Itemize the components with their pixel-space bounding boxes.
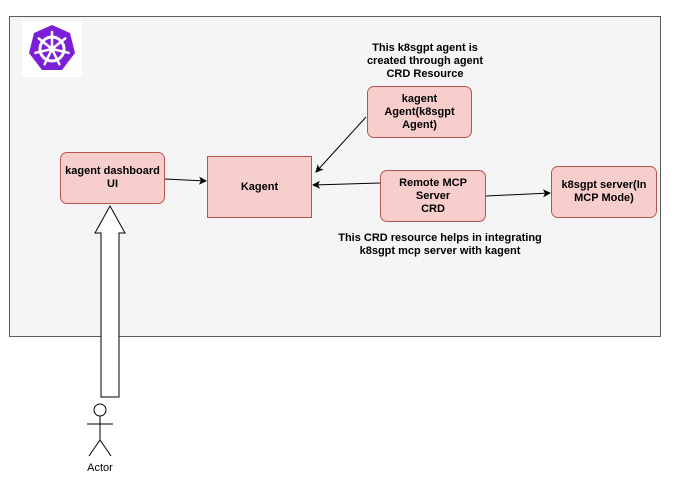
node-kagent: Kagent bbox=[207, 156, 312, 218]
node-kagent-dashboard: kagent dashboard UI bbox=[60, 152, 165, 204]
node-remote-mcp-server-crd: Remote MCP Server CRD bbox=[380, 170, 486, 222]
note-k8sgpt-agent: This k8sgpt agent is created through age… bbox=[366, 42, 484, 80]
node-k8sgpt-server: k8sgpt server(In MCP Mode) bbox=[551, 166, 657, 218]
actor-stick-figure-icon bbox=[87, 403, 113, 457]
edge-remote-mcp-to-k8sgpt-server bbox=[485, 189, 551, 198]
note-crd-resource: This CRD resource helps in integrating k… bbox=[338, 232, 542, 257]
logo-container bbox=[22, 21, 82, 77]
edge-remote-mcp-to-kagent bbox=[312, 180, 381, 189]
actor-block-arrow bbox=[94, 204, 126, 398]
kubernetes-logo-icon bbox=[29, 25, 75, 70]
actor-label: Actor bbox=[87, 462, 113, 474]
edge-agent-to-kagent bbox=[315, 116, 367, 173]
node-kagent-agent: kagent Agent(k8sgpt Agent) bbox=[367, 86, 472, 138]
edge-dashboard-to-kagent bbox=[164, 176, 207, 185]
